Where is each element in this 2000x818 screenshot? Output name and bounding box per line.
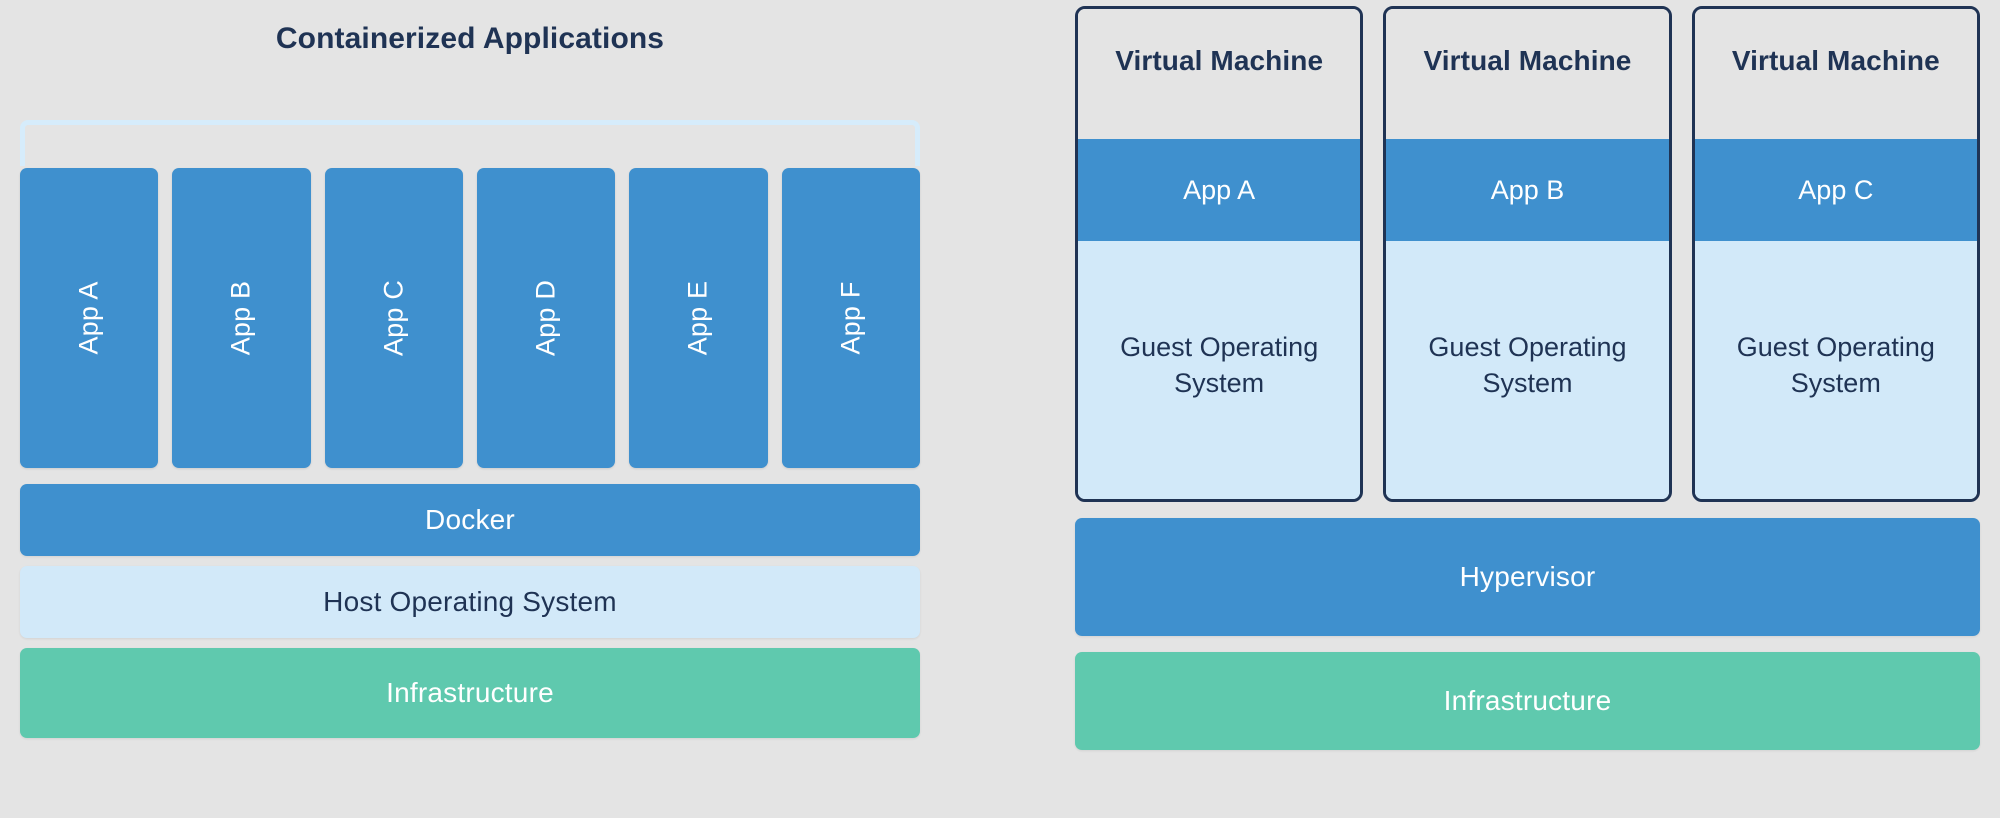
vm-app-label: App A	[1183, 174, 1256, 205]
vm-app-layer[interactable]: App A	[1078, 139, 1361, 241]
container-app-box[interactable]: App B	[172, 168, 311, 468]
vm-app-layer[interactable]: App B	[1386, 139, 1669, 241]
container-app-box[interactable]: App D	[476, 168, 616, 468]
virtual-machine-box[interactable]: Virtual Machine App B Guest Operating Sy…	[1383, 6, 1672, 502]
container-app-box[interactable]: App C	[324, 168, 463, 468]
infrastructure-layer-left[interactable]: Infrastructure	[20, 648, 920, 738]
vm-guest-os-layer[interactable]: Guest Operating System	[1386, 241, 1669, 499]
container-app-label: App F	[835, 281, 866, 355]
container-app-label: App A	[73, 281, 104, 355]
vm-app-layer[interactable]: App C	[1694, 139, 1977, 241]
vm-guest-os-label: Guest Operating System	[1120, 332, 1319, 398]
container-app-box[interactable]: App E	[629, 168, 768, 468]
page-title: Containerized Applications	[275, 22, 665, 55]
infrastructure-label-left: Infrastructure	[386, 677, 554, 708]
virtual-machine-title: Virtual Machine	[1115, 45, 1324, 76]
hypervisor-label: Hypervisor	[1459, 561, 1596, 592]
container-apps-row: App A App B App C App D App E App F	[20, 168, 920, 468]
vm-guest-os-layer[interactable]: Guest Operating System	[1694, 241, 1977, 499]
virtual-machines-row: Virtual Machine App A Guest Operating Sy…	[1075, 6, 1980, 502]
container-app-label: App D	[530, 279, 561, 357]
container-app-box[interactable]: App A	[20, 168, 159, 468]
virtual-machine-box[interactable]: Virtual Machine App A Guest Operating Sy…	[1075, 6, 1364, 502]
docker-label: Docker	[425, 504, 515, 535]
container-app-box[interactable]: App F	[781, 168, 920, 468]
vm-guest-os-layer[interactable]: Guest Operating System	[1078, 241, 1361, 499]
vm-app-label: App C	[1798, 174, 1874, 205]
infrastructure-layer-right[interactable]: Infrastructure	[1075, 652, 1980, 750]
host-operating-system-layer[interactable]: Host Operating System	[20, 566, 920, 638]
virtual-machine-title: Virtual Machine	[1423, 45, 1632, 76]
vm-guest-os-label: Guest Operating System	[1736, 332, 1935, 398]
virtual-machine-header: Virtual Machine	[1078, 9, 1361, 139]
container-app-label: App B	[225, 280, 256, 356]
virtual-machine-title: Virtual Machine	[1731, 45, 1940, 76]
host-operating-system-label: Host Operating System	[323, 586, 617, 617]
containerized-applications-panel: Containerized Applications App A App B A…	[20, 0, 920, 818]
virtual-machine-header: Virtual Machine	[1694, 9, 1977, 139]
virtual-machine-header: Virtual Machine	[1386, 9, 1669, 139]
container-app-label: App C	[378, 279, 409, 357]
container-frame-outline	[20, 120, 920, 166]
virtual-machines-panel: Virtual Machine App A Guest Operating Sy…	[1075, 0, 1980, 818]
docker-layer[interactable]: Docker	[20, 484, 920, 556]
vm-guest-os-label: Guest Operating System	[1428, 332, 1627, 398]
container-app-label: App E	[682, 280, 713, 356]
infrastructure-label-right: Infrastructure	[1443, 685, 1612, 716]
hypervisor-layer[interactable]: Hypervisor	[1075, 518, 1980, 636]
vm-app-label: App B	[1490, 174, 1565, 205]
virtual-machine-box[interactable]: Virtual Machine App C Guest Operating Sy…	[1691, 6, 1980, 502]
